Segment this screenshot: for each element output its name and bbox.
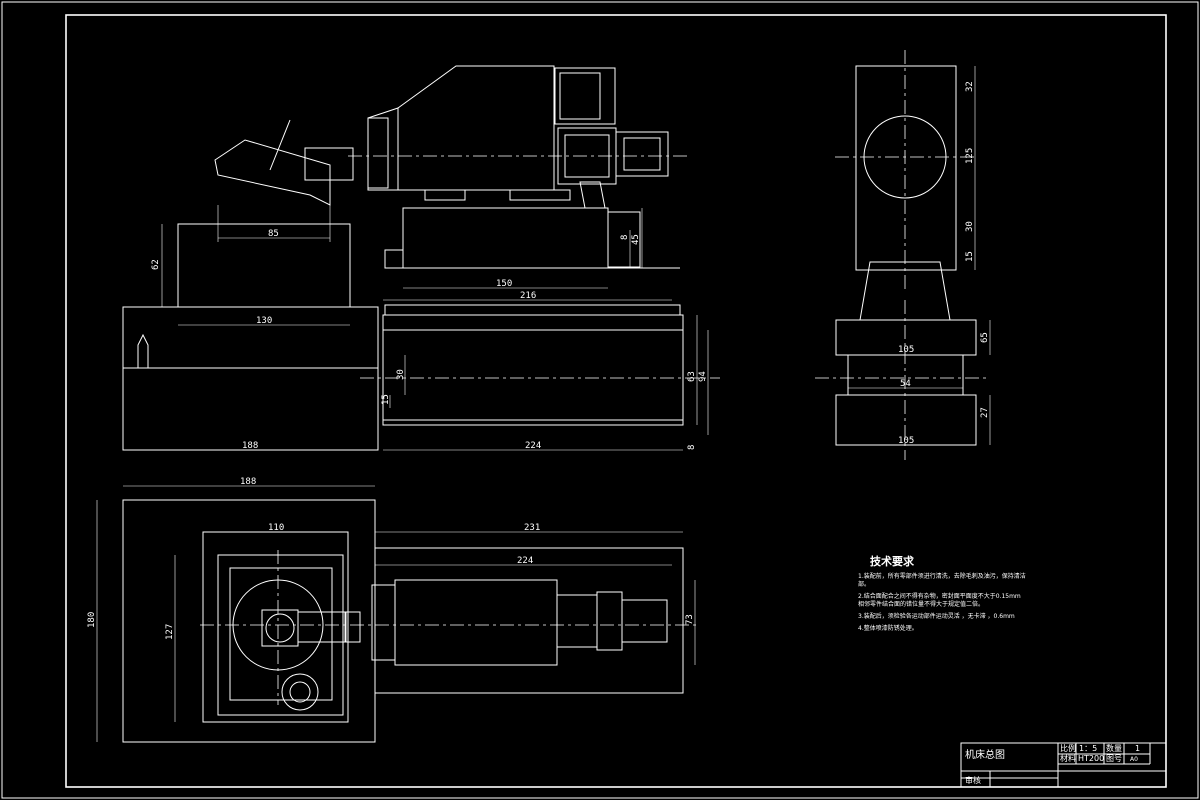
dim-54: 54 [900, 379, 911, 389]
dim-127: 127 [165, 624, 175, 640]
dim-224-top: 224 [517, 556, 533, 566]
dim-62: 62 [151, 259, 161, 270]
note-line-1: 1.装配前，所有零部件须进行清洗，去除毛刺及油污，保持清洁 [858, 572, 1026, 580]
front-view: 85 62 130 150 216 8 45 30 188 224 63 94 … [122, 65, 720, 451]
title-block: 机床总图 比例 1：5 数量 1 材料 HT200 图号 A0 审核 [960, 742, 1167, 788]
dim-125: 125 [965, 148, 975, 164]
material-label: 材料 [1060, 753, 1076, 763]
side-view: 32 125 30 15 105 65 54 27 105 [815, 50, 991, 460]
note-line-6: 4.整体喷漆防锈处理。 [858, 624, 918, 632]
dim-180: 180 [87, 612, 97, 628]
dim-73: 73 [685, 614, 695, 625]
dim-105-upper: 105 [898, 345, 914, 355]
drawing-title: 机床总图 [965, 748, 1005, 761]
dim-45: 45 [631, 234, 641, 245]
grinding-head [214, 139, 331, 206]
middle-slide [402, 207, 609, 269]
spindle-flange [367, 117, 389, 189]
bed-body [382, 314, 684, 426]
inner-border [65, 14, 1167, 788]
dim-27: 27 [980, 407, 990, 418]
material-value: HT200 [1078, 754, 1104, 763]
dim-150: 150 [496, 279, 512, 289]
dim-65: 65 [980, 332, 990, 343]
dim-231: 231 [524, 523, 540, 533]
dim-94: 94 [698, 371, 708, 382]
dim-85: 85 [268, 229, 279, 239]
dim-188-top: 188 [240, 477, 256, 487]
top-bed [374, 547, 684, 694]
scale-label: 比例 [1060, 743, 1076, 753]
note-line-3: 2.结合面配合之间不得有杂物，密封面平面度不大于0.15mm [858, 592, 1021, 600]
technical-notes: 技术要求 1.装配前，所有零部件须进行清洗，去除毛刺及油污，保持清洁 部。 2.… [858, 554, 1026, 632]
clamp-knob [281, 673, 319, 711]
top-spindle [394, 579, 558, 666]
dim-63: 63 [687, 371, 697, 382]
dim-110: 110 [268, 523, 284, 533]
motor-cap [554, 67, 616, 125]
dim-15-front: 15 [381, 394, 391, 405]
note-line-5: 3.装配后，须检验各运动部件运动灵活 ，无卡滞 ，0.6mm [858, 612, 1015, 620]
dim-32: 32 [965, 81, 975, 92]
dim-188-front: 188 [242, 441, 258, 451]
drawing-no-label: 图号 [1106, 754, 1122, 763]
review-label: 审核 [965, 775, 981, 785]
top-view: 188 110 231 224 180 127 73 [87, 477, 700, 743]
top-table [202, 531, 349, 723]
drawing-no-value: A0 [1130, 756, 1138, 763]
dim-216: 216 [520, 291, 536, 301]
dim-130: 130 [256, 316, 272, 326]
dim-224-front: 224 [525, 441, 541, 451]
qty-value: 1 [1135, 744, 1140, 753]
note-line-4: 相邻零件结合面的错位量不得大于规定值二倍。 [858, 600, 984, 608]
motor-end [615, 131, 669, 177]
dim-30-side: 30 [965, 221, 975, 232]
work-table-base [122, 306, 379, 451]
note-line-2: 部。 [858, 580, 870, 588]
head-housing [397, 65, 555, 191]
qty-label: 数量 [1106, 743, 1122, 753]
dim-15-side: 15 [965, 251, 975, 262]
dim-8-top: 8 [620, 235, 630, 240]
dim-30-front: 30 [396, 369, 406, 380]
scale-value: 1：5 [1079, 744, 1097, 753]
side-head [855, 65, 957, 271]
work-table-upper [177, 223, 351, 308]
notes-title: 技术要求 [870, 554, 915, 568]
dim-8-bottom: 8 [687, 445, 697, 450]
dim-105-lower: 105 [898, 436, 914, 446]
top-base [122, 499, 376, 743]
